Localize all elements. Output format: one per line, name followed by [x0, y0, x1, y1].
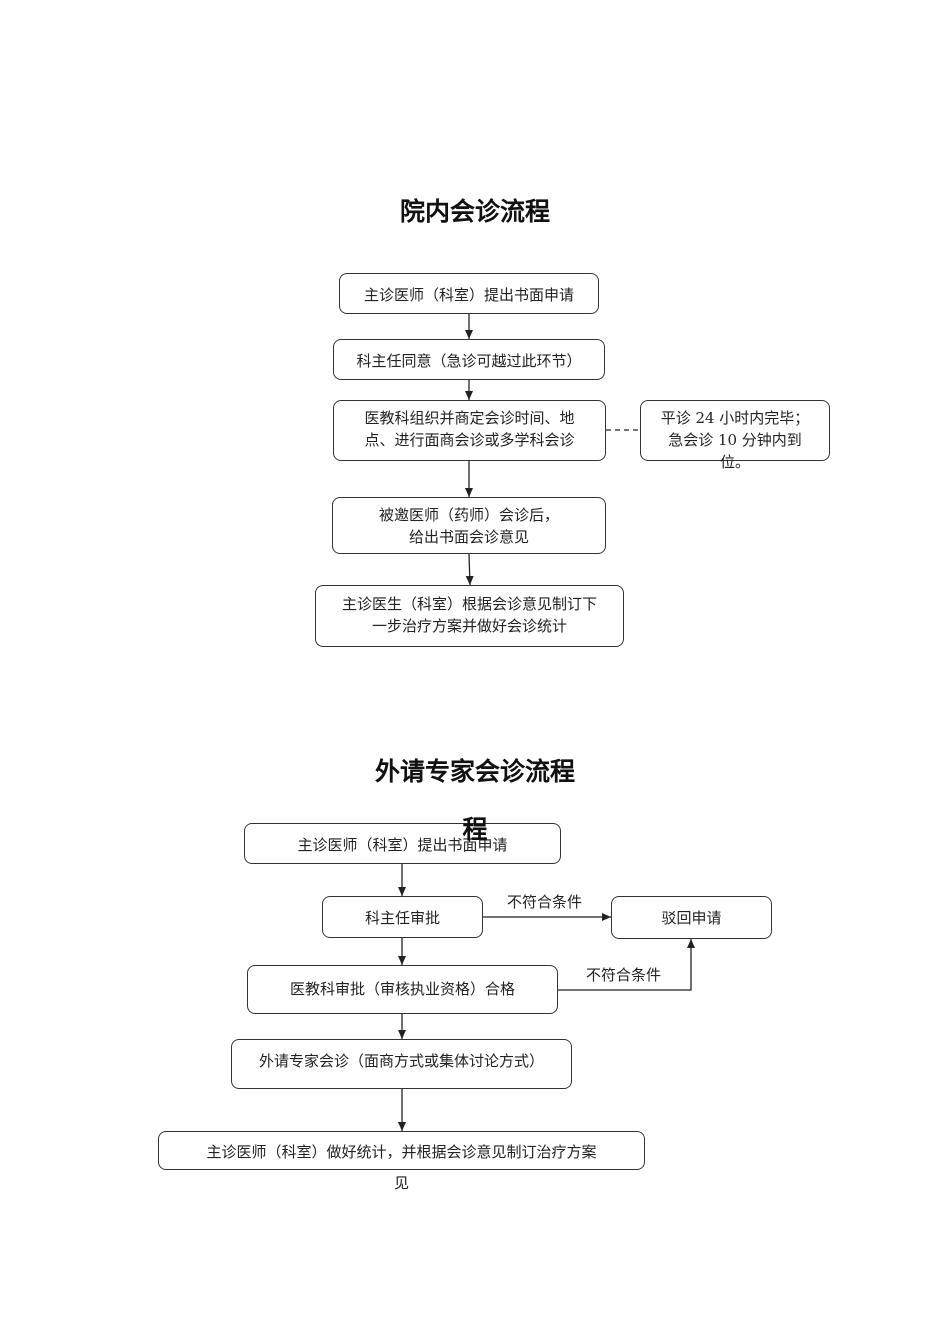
flow2-title: 外请专家会诊流程	[374, 757, 575, 786]
flow1-step-treatment-plan-line2: 一步治疗方案并做好会诊统计	[371, 617, 567, 635]
flow2-step-apply-text: 主诊医师（科室）提出书面申请	[297, 836, 508, 854]
flow1-time-note-line2: 急会诊 10 分钟内到	[668, 431, 802, 449]
flow2-title-overflow: 程	[462, 815, 488, 844]
flow1-step-director-approve: 科主任同意（急诊可越过此环节）	[333, 339, 605, 380]
flow2-reject-box: 驳回申请	[611, 896, 772, 939]
flow1-step-opinion: 被邀医师（药师）会诊后， 给出书面会诊意见	[332, 497, 606, 554]
flow2-step-expert-consult: 外请专家会诊（面商方式或集体讨论方式）	[231, 1039, 572, 1089]
flow2-step-qualification-review-text: 医教科审批（审核执业资格）合格	[289, 980, 515, 998]
flow1-step-arrange-line2: 点、进行面商会诊或多学科会诊	[364, 431, 575, 449]
flow1-step-arrange: 医教科组织并商定会诊时间、地 点、进行面商会诊或多学科会诊	[333, 400, 606, 461]
flow1-step-director-approve-text: 科主任同意（急诊可越过此环节）	[356, 352, 582, 370]
flow1-time-note: 平诊 24 小时内完毕； 急会诊 10 分钟内到 位。	[640, 400, 830, 471]
flow1-step-treatment-plan-line1: 主诊医生（科室）根据会诊意见制订下	[341, 595, 597, 613]
flow1-title: 院内会诊流程	[399, 197, 550, 226]
flow2-step-apply: 主诊医师（科室）提出书面申请	[244, 823, 561, 864]
flow1-step-opinion-line2: 给出书面会诊意见	[408, 528, 529, 546]
flow1-step-apply-text: 主诊医师（科室）提出书面申请	[363, 286, 574, 304]
arrow-f1-4-5	[465, 553, 474, 586]
flow2-reject-box-text: 驳回申请	[661, 909, 722, 927]
flow1-step-treatment-plan: 主诊医生（科室）根据会诊意见制订下 一步治疗方案并做好会诊统计	[315, 585, 624, 647]
flow2-step-statistics-text: 主诊医师（科室）做好统计，并根据会诊意见制订治疗方案	[206, 1143, 597, 1161]
flow1-step-apply: 主诊医师（科室）提出书面申请	[339, 273, 599, 314]
flow2-step-statistics-overflow: 见	[394, 1174, 410, 1192]
flow1-step-opinion-line1: 被邀医师（药师）会诊后，	[378, 506, 559, 524]
flow2-reject-label-2: 不符合条件	[586, 966, 662, 984]
flow2-step-director-review: 科主任审批	[322, 896, 483, 938]
flow2-step-qualification-review: 医教科审批（审核执业资格）合格	[247, 965, 558, 1014]
flow1-step-arrange-line1: 医教科组织并商定会诊时间、地	[364, 409, 575, 427]
flow2-reject-label-1: 不符合条件	[507, 893, 583, 911]
flow1-time-note-line3: 位。	[719, 453, 750, 471]
flow2-step-expert-consult-text: 外请专家会诊（面商方式或集体讨论方式）	[258, 1052, 544, 1070]
arrow-f2-3-reject	[558, 939, 695, 991]
flow2-step-director-review-text: 科主任审批	[364, 909, 440, 927]
flow1-time-note-line1: 平诊 24 小时内完毕；	[660, 409, 810, 427]
flow2-step-statistics: 主诊医师（科室）做好统计，并根据会诊意见制订治疗方案	[158, 1131, 645, 1170]
